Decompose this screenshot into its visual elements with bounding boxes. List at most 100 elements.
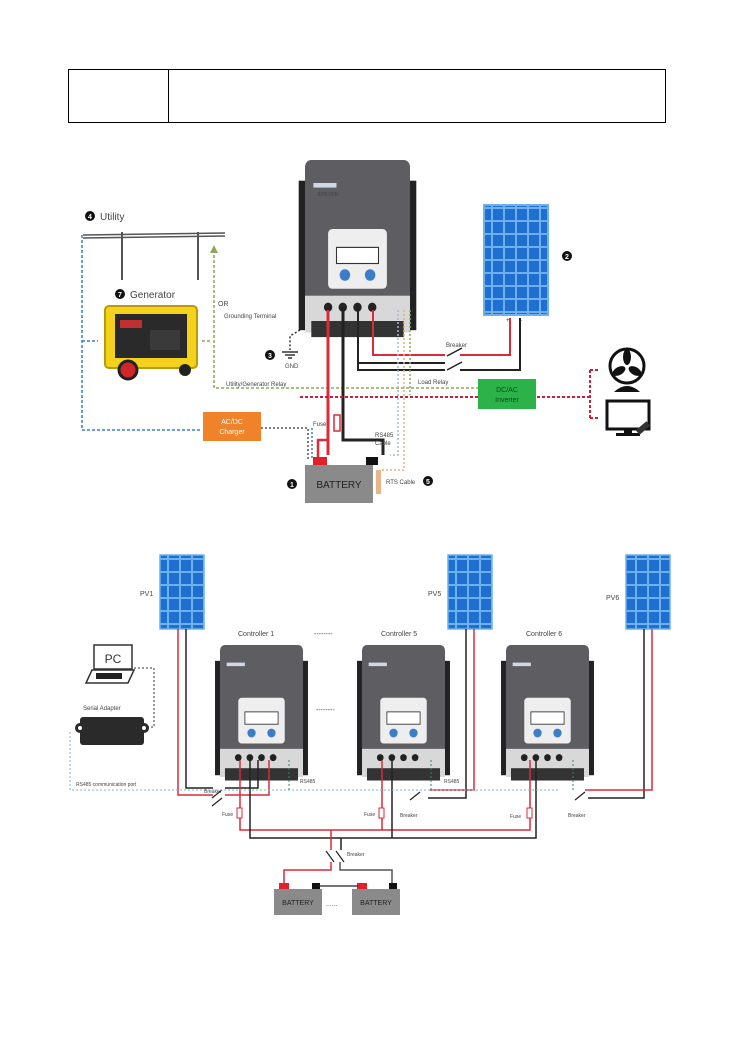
- controller-1-label: Controller 1: [238, 631, 274, 638]
- battery-number: 1: [290, 482, 294, 489]
- solar-panel-icon: [483, 204, 549, 316]
- battery-1-positive: [279, 883, 289, 889]
- battery-1: [274, 889, 322, 915]
- dcac-inverter-label-2: Inverter: [495, 397, 519, 404]
- breaker-label-1: Breaker: [204, 789, 222, 795]
- breaker-label: Breaker: [446, 343, 467, 349]
- pv5-label: PV5: [428, 591, 441, 598]
- pv-number: 2: [565, 254, 569, 261]
- controller-1: [214, 644, 309, 781]
- pv-negative-marker: -: [520, 318, 522, 324]
- pv-negative-wire: [460, 318, 521, 371]
- generator-label: Generator: [130, 290, 176, 301]
- battery-negative-wire: [341, 310, 385, 455]
- pc-label: PC: [105, 652, 122, 666]
- generator-number-badge: [115, 289, 125, 299]
- fuse-label: Fuse: [313, 422, 327, 428]
- pv5-panel: [447, 554, 493, 630]
- controller-5: [356, 644, 451, 781]
- battery-positive-bus: [239, 760, 531, 831]
- grounding-terminal-label: Grounding Terminal: [224, 314, 276, 320]
- rts-cable-label: RTS Cable: [386, 480, 416, 486]
- gnd-label: GND: [285, 364, 299, 370]
- breaker-label-6: Breaker: [568, 813, 586, 819]
- pv1-panel: [159, 554, 205, 630]
- battery-negative-bus: [249, 760, 537, 839]
- acdc-charger-label-2: Charger: [219, 429, 245, 436]
- serial-adapter-icon: [75, 717, 149, 745]
- ac-input-line: [81, 235, 200, 431]
- dcac-inverter-label-1: DC/AC: [496, 387, 518, 394]
- rts-number-badge: [423, 476, 433, 486]
- pv6-panel: [625, 554, 671, 630]
- fuse-label-1: Fuse: [222, 812, 233, 818]
- ground-number-badge: [265, 350, 275, 360]
- ground-icon: [282, 351, 298, 359]
- battery-negative-terminal: [366, 457, 378, 465]
- controller-ellipsis-top: --------: [314, 631, 333, 638]
- controller-6: [500, 644, 595, 781]
- battery-2-positive: [357, 883, 367, 889]
- dcac-inverter-box: [478, 379, 536, 409]
- pv6-label: PV6: [606, 595, 619, 602]
- battery-1-label: BATTERY: [282, 900, 314, 907]
- breaker-switch-icon: [211, 789, 223, 799]
- acdc-charger-label-1: AC/DC: [221, 419, 243, 426]
- generator-number: 7: [118, 292, 122, 299]
- battery-2: [352, 889, 400, 915]
- rs485-cable-label-2: Cable: [375, 441, 391, 447]
- fuse-label-5: Fuse: [364, 812, 375, 818]
- utility-label: Utility: [100, 212, 124, 223]
- rts-sensor-icon: [376, 470, 381, 494]
- controller-brand: EPEVER: [318, 192, 339, 198]
- rs485-cable-label-1: RS485: [375, 433, 394, 439]
- battery-number-badge: [287, 479, 297, 489]
- fuse-icon: [333, 414, 341, 432]
- fuse-icon: [236, 807, 243, 819]
- pv-positive-wire: [460, 318, 511, 356]
- diagram-single-controller: 4 Utility 7 Generator OR Grounding Termi…: [81, 159, 651, 503]
- battery-2-negative: [389, 883, 397, 889]
- acdc-charger-box: [203, 412, 261, 441]
- generator-icon: [104, 305, 198, 381]
- pv-positive-marker: +: [506, 318, 510, 324]
- battery-positive-terminal: [313, 457, 327, 465]
- diagram-parallel-controllers: PV1 PV5 PV6 Controller 1 Controller 5 Co…: [69, 554, 671, 915]
- battery-1-negative: [312, 883, 320, 889]
- pv-positive-wire-a: [372, 310, 445, 356]
- rs485-communication-line: [69, 732, 560, 791]
- utility-generator-relay-label: Utility/Generator Relay: [226, 382, 286, 388]
- load-relay-label: Load Relay: [418, 380, 448, 386]
- ground-number: 3: [268, 353, 272, 360]
- serial-adapter-label: Serial Adapter: [83, 706, 121, 712]
- utility-number-badge: [85, 211, 95, 221]
- utility-pole-icon: [82, 232, 226, 280]
- header-cell-left: [69, 70, 169, 122]
- or-label: OR: [218, 301, 229, 308]
- breaker-label-5: Breaker: [400, 813, 418, 819]
- pc-icon: [84, 644, 136, 684]
- battery-label: BATTERY: [316, 480, 362, 491]
- pv-number-badge: [562, 251, 572, 261]
- header-table: [68, 69, 666, 123]
- battery-box: [305, 465, 373, 503]
- rs485-label-5: RS485: [444, 779, 460, 785]
- controller-6-label: Controller 6: [526, 631, 562, 638]
- rs485-label-1: RS485: [300, 779, 316, 785]
- fuse-label-6: Fuse: [510, 814, 521, 820]
- main-breaker-label: Breaker: [347, 852, 365, 858]
- battery-2-label: BATTERY: [360, 900, 392, 907]
- fan-icon: [608, 347, 646, 392]
- rs485-comm-port-label: RS485 communication port: [76, 782, 137, 788]
- battery-ellipsis: ......: [326, 901, 338, 908]
- rts-number: 5: [426, 479, 430, 486]
- pv1-label: PV1: [140, 591, 153, 598]
- controller-5-label: Controller 5: [381, 631, 417, 638]
- utility-number: 4: [88, 214, 92, 221]
- controller-ellipsis-mid: --------: [316, 707, 335, 714]
- pc-usb-cable: [134, 667, 155, 728]
- breaker-switch-icon: [446, 347, 463, 357]
- rs485-cable: [390, 310, 399, 456]
- monitor-icon: [605, 399, 651, 436]
